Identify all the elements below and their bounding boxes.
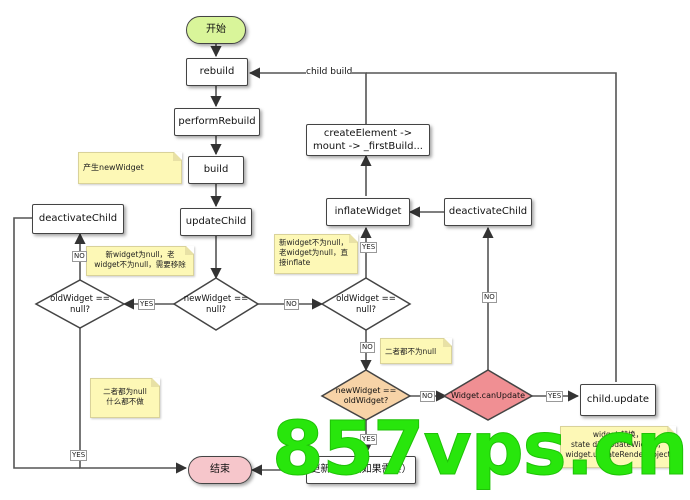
label-yes-new-eq-old: YES	[360, 434, 378, 445]
label-yes-new-eq-old-text: YES	[362, 435, 376, 443]
old-widget-left-text: oldWidget == null?	[44, 294, 116, 315]
rebuild-label: rebuild	[199, 66, 235, 78]
label-no-right-down-text: NO	[362, 343, 373, 351]
label-no-center: NO	[284, 299, 299, 310]
child-update-node: child.update	[580, 384, 656, 416]
label-yes-inflate: YES	[360, 242, 378, 253]
perform-rebuild-node: performRebuild	[174, 108, 260, 136]
new-eq-old-text: newWidget == oldWidget?	[328, 386, 404, 406]
deactivate-child-left-label: deactivateChild	[38, 213, 118, 225]
edge-deactivate-end	[13, 217, 80, 469]
note-new-null-line1: 新widget为null，老	[105, 250, 175, 259]
old-widget-left-line1: oldWidget ==	[50, 294, 110, 304]
decision-old-widget-left	[34, 279, 126, 329]
deactivate-child-right-label: deactivateChild	[448, 206, 528, 218]
label-child-build: child build	[306, 67, 353, 77]
start-node: 开始	[186, 16, 246, 44]
note-new-not-null-line1: 新widget不为null，	[279, 238, 348, 247]
note-both-null-line1: 二者都为null	[103, 387, 147, 396]
note-both-null: 二者都为null 什么都不做	[90, 378, 160, 418]
label-yes-can-update-text: YES	[548, 392, 562, 400]
label-yes-bottom-left-text: YES	[72, 451, 86, 459]
note-replace-line2: state didUpdateWidget，	[570, 440, 666, 450]
note-both-not-null: 二者都不为null	[380, 338, 452, 364]
build-node: build	[188, 156, 244, 184]
note-both-not-null-text: 二者都不为null	[385, 347, 437, 356]
label-no-left: NO	[72, 251, 87, 262]
can-update-text: Widget.canUpdate	[446, 391, 530, 401]
note-new-null-line2: widget不为null，需要移除	[94, 260, 186, 270]
decision-can-update	[442, 369, 534, 421]
create-element-line1: createElement ->	[323, 127, 413, 139]
new-eq-old-line1: newWidget ==	[335, 386, 397, 395]
label-no-new-eq-old: NO	[420, 391, 435, 402]
decision-new-widget-center	[172, 277, 260, 331]
label-no-can-update: NO	[482, 292, 497, 303]
label-yes-left-mid-text: YES	[140, 300, 154, 308]
label-no-right-down: NO	[360, 342, 375, 353]
update-child-node: updateChild	[180, 208, 252, 236]
note-new-not-null: 新widget不为null， 老widget为null，直 接inflate	[274, 234, 358, 274]
label-no-left-text: NO	[74, 252, 85, 260]
label-yes-can-update: YES	[546, 391, 564, 402]
edge-childupdate-rebuild	[366, 72, 617, 382]
watermark: 857vps.cn	[271, 406, 688, 492]
edge-create-rebuild	[248, 67, 367, 124]
can-update-label: Widget.canUpdate	[450, 391, 526, 400]
label-yes-bottom-left: YES	[70, 450, 88, 461]
old-widget-right-text: oldWidget == null?	[330, 294, 402, 315]
note-new-widget-null: 新widget为null，老 widget不为null，需要移除	[86, 246, 194, 276]
note-produce-new-widget: 产生newWidget	[78, 152, 182, 184]
note-widget-replace: widget 替换， state didUpdateWidget， widget…	[560, 426, 676, 468]
note-new-not-null-line3: 接inflate	[279, 258, 311, 268]
inflate-widget-node: inflateWidget	[326, 198, 410, 226]
new-widget-center-line2: null?	[205, 304, 226, 315]
decision-old-widget-right	[320, 277, 412, 331]
new-widget-center-line1: newWidget ==	[183, 294, 249, 304]
end-node: 结束	[188, 456, 252, 484]
label-yes-left-mid: YES	[138, 299, 156, 310]
build-label: build	[203, 164, 229, 176]
deactivate-child-right-node: deactivateChild	[444, 198, 532, 226]
child-update-label: child.update	[586, 394, 650, 406]
label-no-center-text: NO	[286, 300, 297, 308]
new-eq-old-line2: oldWidget?	[343, 396, 389, 405]
start-label: 开始	[206, 24, 226, 36]
update-child-label: updateChild	[185, 216, 247, 228]
perform-rebuild-label: performRebuild	[178, 116, 256, 128]
label-no-new-eq-old-text: NO	[422, 392, 433, 400]
old-widget-right-line1: oldWidget ==	[336, 294, 396, 304]
note-produce-new-widget-text: 产生newWidget	[83, 163, 144, 172]
note-new-not-null-line2: 老widget为null，直	[279, 248, 348, 258]
inflate-widget-label: inflateWidget	[334, 206, 402, 218]
old-widget-right-line2: null?	[355, 304, 376, 315]
end-label: 结束	[210, 464, 230, 476]
note-replace-line1: widget 替换，	[592, 430, 644, 439]
decision-new-eq-old	[320, 369, 412, 421]
new-widget-center-text: newWidget == null?	[180, 294, 252, 315]
deactivate-child-left-node: deactivateChild	[32, 204, 124, 234]
rebuild-node: rebuild	[186, 58, 248, 86]
update-slot-node: 更新 slot（如果需要）	[306, 456, 416, 484]
create-element-line2: mount -> _firstBuild...	[313, 141, 423, 152]
note-both-null-line2: 什么都不做	[106, 397, 144, 407]
label-yes-inflate-text: YES	[362, 243, 376, 251]
old-widget-left-line2: null?	[69, 304, 90, 315]
label-no-can-update-text: NO	[484, 293, 495, 301]
create-element-node: createElement -> mount -> _firstBuild...	[306, 124, 430, 156]
label-child-build-text: child build	[306, 67, 353, 77]
update-slot-label: 更新 slot（如果需要）	[310, 464, 412, 476]
note-replace-line3: widget.updateRenderObject	[565, 450, 671, 460]
